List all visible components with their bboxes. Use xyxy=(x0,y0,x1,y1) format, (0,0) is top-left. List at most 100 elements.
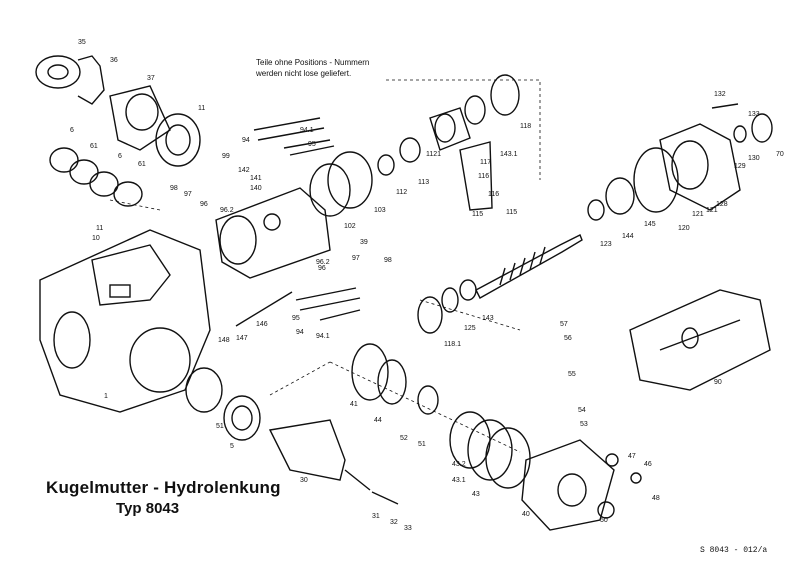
part-label: 146 xyxy=(256,321,268,328)
part-label: 128 xyxy=(716,201,728,208)
part-label: 140 xyxy=(250,185,262,192)
valve-block xyxy=(215,187,331,279)
o-rings-left xyxy=(49,147,143,207)
part-label: 46 xyxy=(644,461,652,468)
part-label: 43.2 xyxy=(452,461,466,468)
note-line-1: Teile ohne Positions - Nummern xyxy=(256,58,370,67)
part-label: 116 xyxy=(488,191,499,198)
part-label: 48 xyxy=(652,495,660,502)
part-label: 148 xyxy=(218,337,230,344)
part-label: 118 xyxy=(520,123,531,130)
part-label: 144 xyxy=(622,233,634,240)
part-label: 52 xyxy=(400,435,408,442)
part-label: 30 xyxy=(300,477,308,484)
part-label: 50 xyxy=(600,517,608,524)
part-label: 90 xyxy=(714,379,722,386)
part-label: 97 xyxy=(184,191,192,198)
note-line-2: werden nicht lose geliefert. xyxy=(256,69,352,78)
part-label: 55 xyxy=(568,371,576,378)
part-label: 1 xyxy=(104,393,108,400)
part-label: 10 xyxy=(92,235,100,242)
part-label: 54 xyxy=(578,407,586,414)
complete-unit xyxy=(629,289,771,391)
note-text: Teile ohne Positions - Nummern werden ni… xyxy=(256,57,369,79)
ball-nut-piston xyxy=(351,343,531,489)
part-label: 115 xyxy=(506,209,517,216)
part-label: 99 xyxy=(222,153,230,160)
part-label: 115 xyxy=(472,211,483,218)
diagram-subtitle: Typ 8043 xyxy=(116,500,180,517)
part-label: 11 xyxy=(198,105,205,112)
part-label: 47 xyxy=(628,453,636,460)
part-label: 133 xyxy=(748,111,760,118)
diagram-title: Kugelmutter - Hydrolenkung xyxy=(46,478,281,497)
part-label: 95 xyxy=(308,141,316,148)
worm-shaft xyxy=(417,234,583,334)
part-label: 53 xyxy=(580,421,588,428)
cover-ring-part xyxy=(35,55,105,105)
part-label: 41 xyxy=(350,401,358,408)
part-label: 96 xyxy=(318,265,326,272)
part-label: 5 xyxy=(230,443,234,450)
part-label: 143 xyxy=(482,315,494,322)
side-cover xyxy=(521,439,642,531)
part-label: 130 xyxy=(748,155,760,162)
part-label: 57 xyxy=(560,321,568,328)
part-label: 96.2 xyxy=(220,207,234,214)
part-label: 33 xyxy=(404,525,412,532)
part-label: 6 xyxy=(70,127,74,134)
sector-shaft xyxy=(268,419,399,505)
part-label: 113 xyxy=(418,179,429,186)
bearing-cover-part xyxy=(109,85,201,167)
part-label: 11 xyxy=(96,225,103,232)
part-label: 31 xyxy=(372,513,380,520)
part-label: 145 xyxy=(644,221,656,228)
spool-rods xyxy=(253,117,335,156)
part-label: 118.1 xyxy=(444,341,461,348)
part-label: 129 xyxy=(734,163,746,170)
part-label: 94.1 xyxy=(316,333,330,340)
part-label: 116 xyxy=(478,173,489,180)
part-label: 98 xyxy=(384,257,392,264)
part-label: 94.1 xyxy=(300,127,314,134)
part-label: 120 xyxy=(678,225,690,232)
part-label: 1121 xyxy=(426,151,441,158)
part-label: 51 xyxy=(418,441,426,448)
part-label: 98 xyxy=(170,185,178,192)
part-label: 32 xyxy=(390,519,398,526)
part-label: 61 xyxy=(90,143,98,150)
part-label: 40 xyxy=(522,511,530,518)
part-label: 97 xyxy=(352,255,360,262)
part-label: 37 xyxy=(147,75,155,82)
part-label: 103 xyxy=(374,207,386,214)
part-label: 112 xyxy=(396,189,407,196)
part-label: 132 xyxy=(714,91,726,98)
part-label: 61 xyxy=(138,161,146,168)
part-label: 6 xyxy=(118,153,122,160)
part-label: 102 xyxy=(344,223,356,230)
document-number: S 8043 - 012/a xyxy=(700,546,768,555)
part-label: 94 xyxy=(242,137,250,144)
part-label: 56 xyxy=(564,335,572,342)
part-label: 44 xyxy=(374,417,382,424)
part-label: 142 xyxy=(238,167,250,174)
part-label: 70 xyxy=(776,151,784,158)
part-label: 141 xyxy=(250,175,262,182)
part-label: 143.1 xyxy=(500,151,518,158)
part-label: 94 xyxy=(296,329,304,336)
part-label: 147 xyxy=(236,335,248,342)
right-cover-assembly xyxy=(587,103,773,221)
part-label: 96.2 xyxy=(316,259,330,266)
part-label: 95 xyxy=(292,315,300,322)
part-label: 35 xyxy=(78,39,86,46)
piston-cap xyxy=(429,74,520,211)
part-label: 96 xyxy=(200,201,208,208)
part-label: 123 xyxy=(600,241,612,248)
part-label: 36 xyxy=(110,57,118,64)
part-label: 39 xyxy=(360,239,368,246)
main-housing xyxy=(39,229,211,413)
part-label: 121 xyxy=(692,211,704,218)
part-label: 117 xyxy=(480,159,491,166)
part-label: 121 xyxy=(706,207,718,214)
